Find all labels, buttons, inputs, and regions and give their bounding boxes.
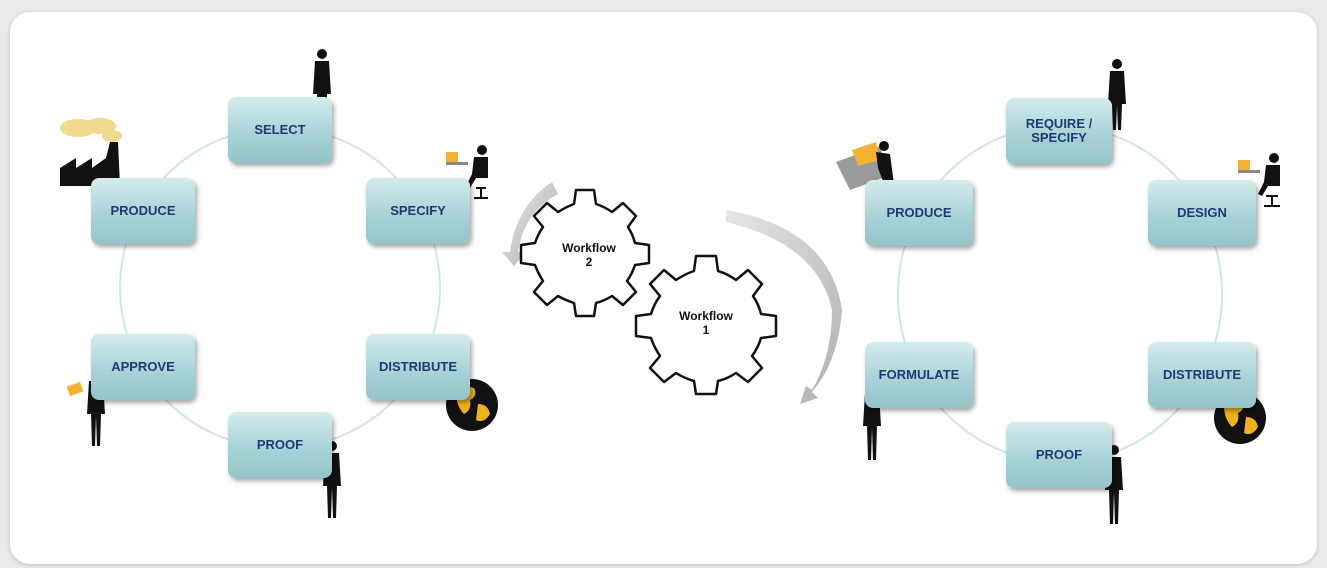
step-approve[interactable]: APPROVE [91, 334, 195, 400]
gear-workflow1-icon: Workflow 1 [634, 254, 778, 396]
step-specify[interactable]: SPECIFY [366, 178, 470, 244]
gear-workflow2-label-1: Workflow [562, 241, 616, 255]
person-require-icon [1108, 59, 1126, 130]
step-require-specify[interactable]: REQUIRE / SPECIFY [1006, 98, 1112, 164]
arrow-workflow1 [726, 210, 842, 404]
gear-workflow1-label-1: Workflow [679, 309, 733, 323]
step-produce[interactable]: PRODUCE [91, 178, 195, 244]
left-cycle-ring [119, 127, 441, 449]
plotter-produce-icon [836, 141, 894, 200]
step-produce-right[interactable]: PRODUCE [865, 180, 973, 246]
gear-workflow2-label-2: 2 [586, 255, 593, 269]
gear-workflow1-label-2: 1 [703, 323, 710, 337]
arrow-workflow2 [502, 182, 558, 266]
step-formulate[interactable]: FORMULATE [865, 342, 973, 408]
step-proof[interactable]: PROOF [228, 412, 332, 478]
factory-icon [60, 118, 122, 186]
step-select[interactable]: SELECT [228, 97, 332, 163]
step-distribute[interactable]: DISTRIBUTE [366, 334, 470, 400]
step-proof-right[interactable]: PROOF [1006, 422, 1112, 488]
desk-worker-specify-icon [446, 145, 488, 199]
right-cycle-ring [897, 125, 1223, 463]
gear-workflow2-icon: Workflow 2 [519, 188, 651, 318]
desk-worker-design-icon [1238, 153, 1280, 207]
step-distribute-right[interactable]: DISTRIBUTE [1148, 342, 1256, 408]
step-design[interactable]: DESIGN [1148, 180, 1256, 246]
